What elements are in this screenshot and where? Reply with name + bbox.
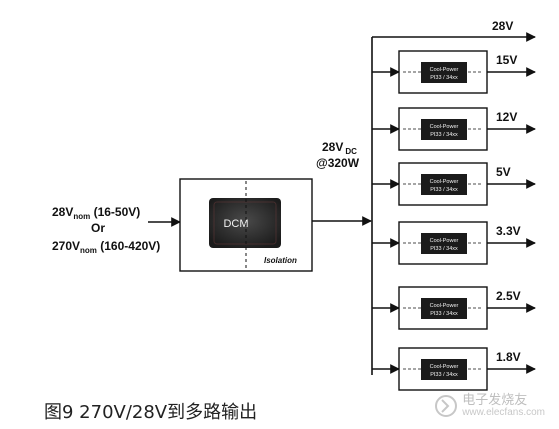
bus-voltage-main: 28V	[322, 140, 343, 154]
input-line-28v: 28Vnom (16-50V)	[52, 205, 140, 221]
module-output-label: 5V	[496, 165, 511, 179]
module-output-label: 2.5V	[496, 289, 521, 303]
watermark-sub: www.elecfans.com	[462, 407, 545, 418]
watermark: 电子发烧友 www.elecfans.com	[395, 391, 545, 421]
module-output-label: 1.8V	[496, 350, 521, 364]
bus-power-label: @320W	[316, 156, 360, 170]
module-output-label: 12V	[496, 110, 517, 124]
module-chip-line2: PI33 / 34xx	[430, 75, 458, 81]
dcm-chip-icon	[209, 198, 281, 248]
module-chip-line1: Cool-Power	[430, 238, 459, 244]
dcm-converter-block: DCM Isolation	[179, 178, 313, 272]
module-chip-line1: Cool-Power	[430, 179, 459, 185]
cool-power-chip-icon	[421, 298, 467, 319]
module-output-label: 3.3V	[496, 224, 521, 238]
module-output-label: 15V	[496, 53, 517, 67]
input-or-text: Or	[91, 221, 105, 235]
module-chip-line1: Cool-Power	[430, 124, 459, 130]
cool-power-chip-icon	[421, 62, 467, 83]
module-chip-line1: Cool-Power	[430, 303, 459, 309]
cool-power-chip-icon	[421, 359, 467, 380]
cool-power-chip-icon	[421, 174, 467, 195]
input-spec: 28Vnom (16-50V) Or 270Vnom (160-420V)	[52, 205, 160, 255]
input-line-270v: 270Vnom (160-420V)	[52, 239, 160, 255]
module-chip-line2: PI33 / 34xx	[430, 372, 458, 378]
module-chip-line2: PI33 / 34xx	[430, 246, 458, 252]
dcm-chip-label: DCM	[223, 218, 248, 230]
cool-power-chip-icon	[421, 233, 467, 254]
bus-voltage-sub: DC	[345, 147, 357, 156]
isolation-label: Isolation	[264, 256, 297, 265]
watermark-logo-icon	[435, 395, 458, 417]
figure-caption: 图9 270V/28V到多路输出	[44, 402, 258, 423]
cool-power-chip-icon	[421, 119, 467, 140]
module-chip-line2: PI33 / 34xx	[430, 311, 458, 317]
module-chip-line2: PI33 / 34xx	[430, 187, 458, 193]
module-chip-line1: Cool-Power	[430, 67, 459, 73]
output-label-28v: 28V	[492, 19, 513, 33]
watermark-main: 电子发烧友	[462, 393, 528, 408]
module-chip-line2: PI33 / 34xx	[430, 132, 458, 138]
module-chip-line1: Cool-Power	[430, 364, 459, 370]
